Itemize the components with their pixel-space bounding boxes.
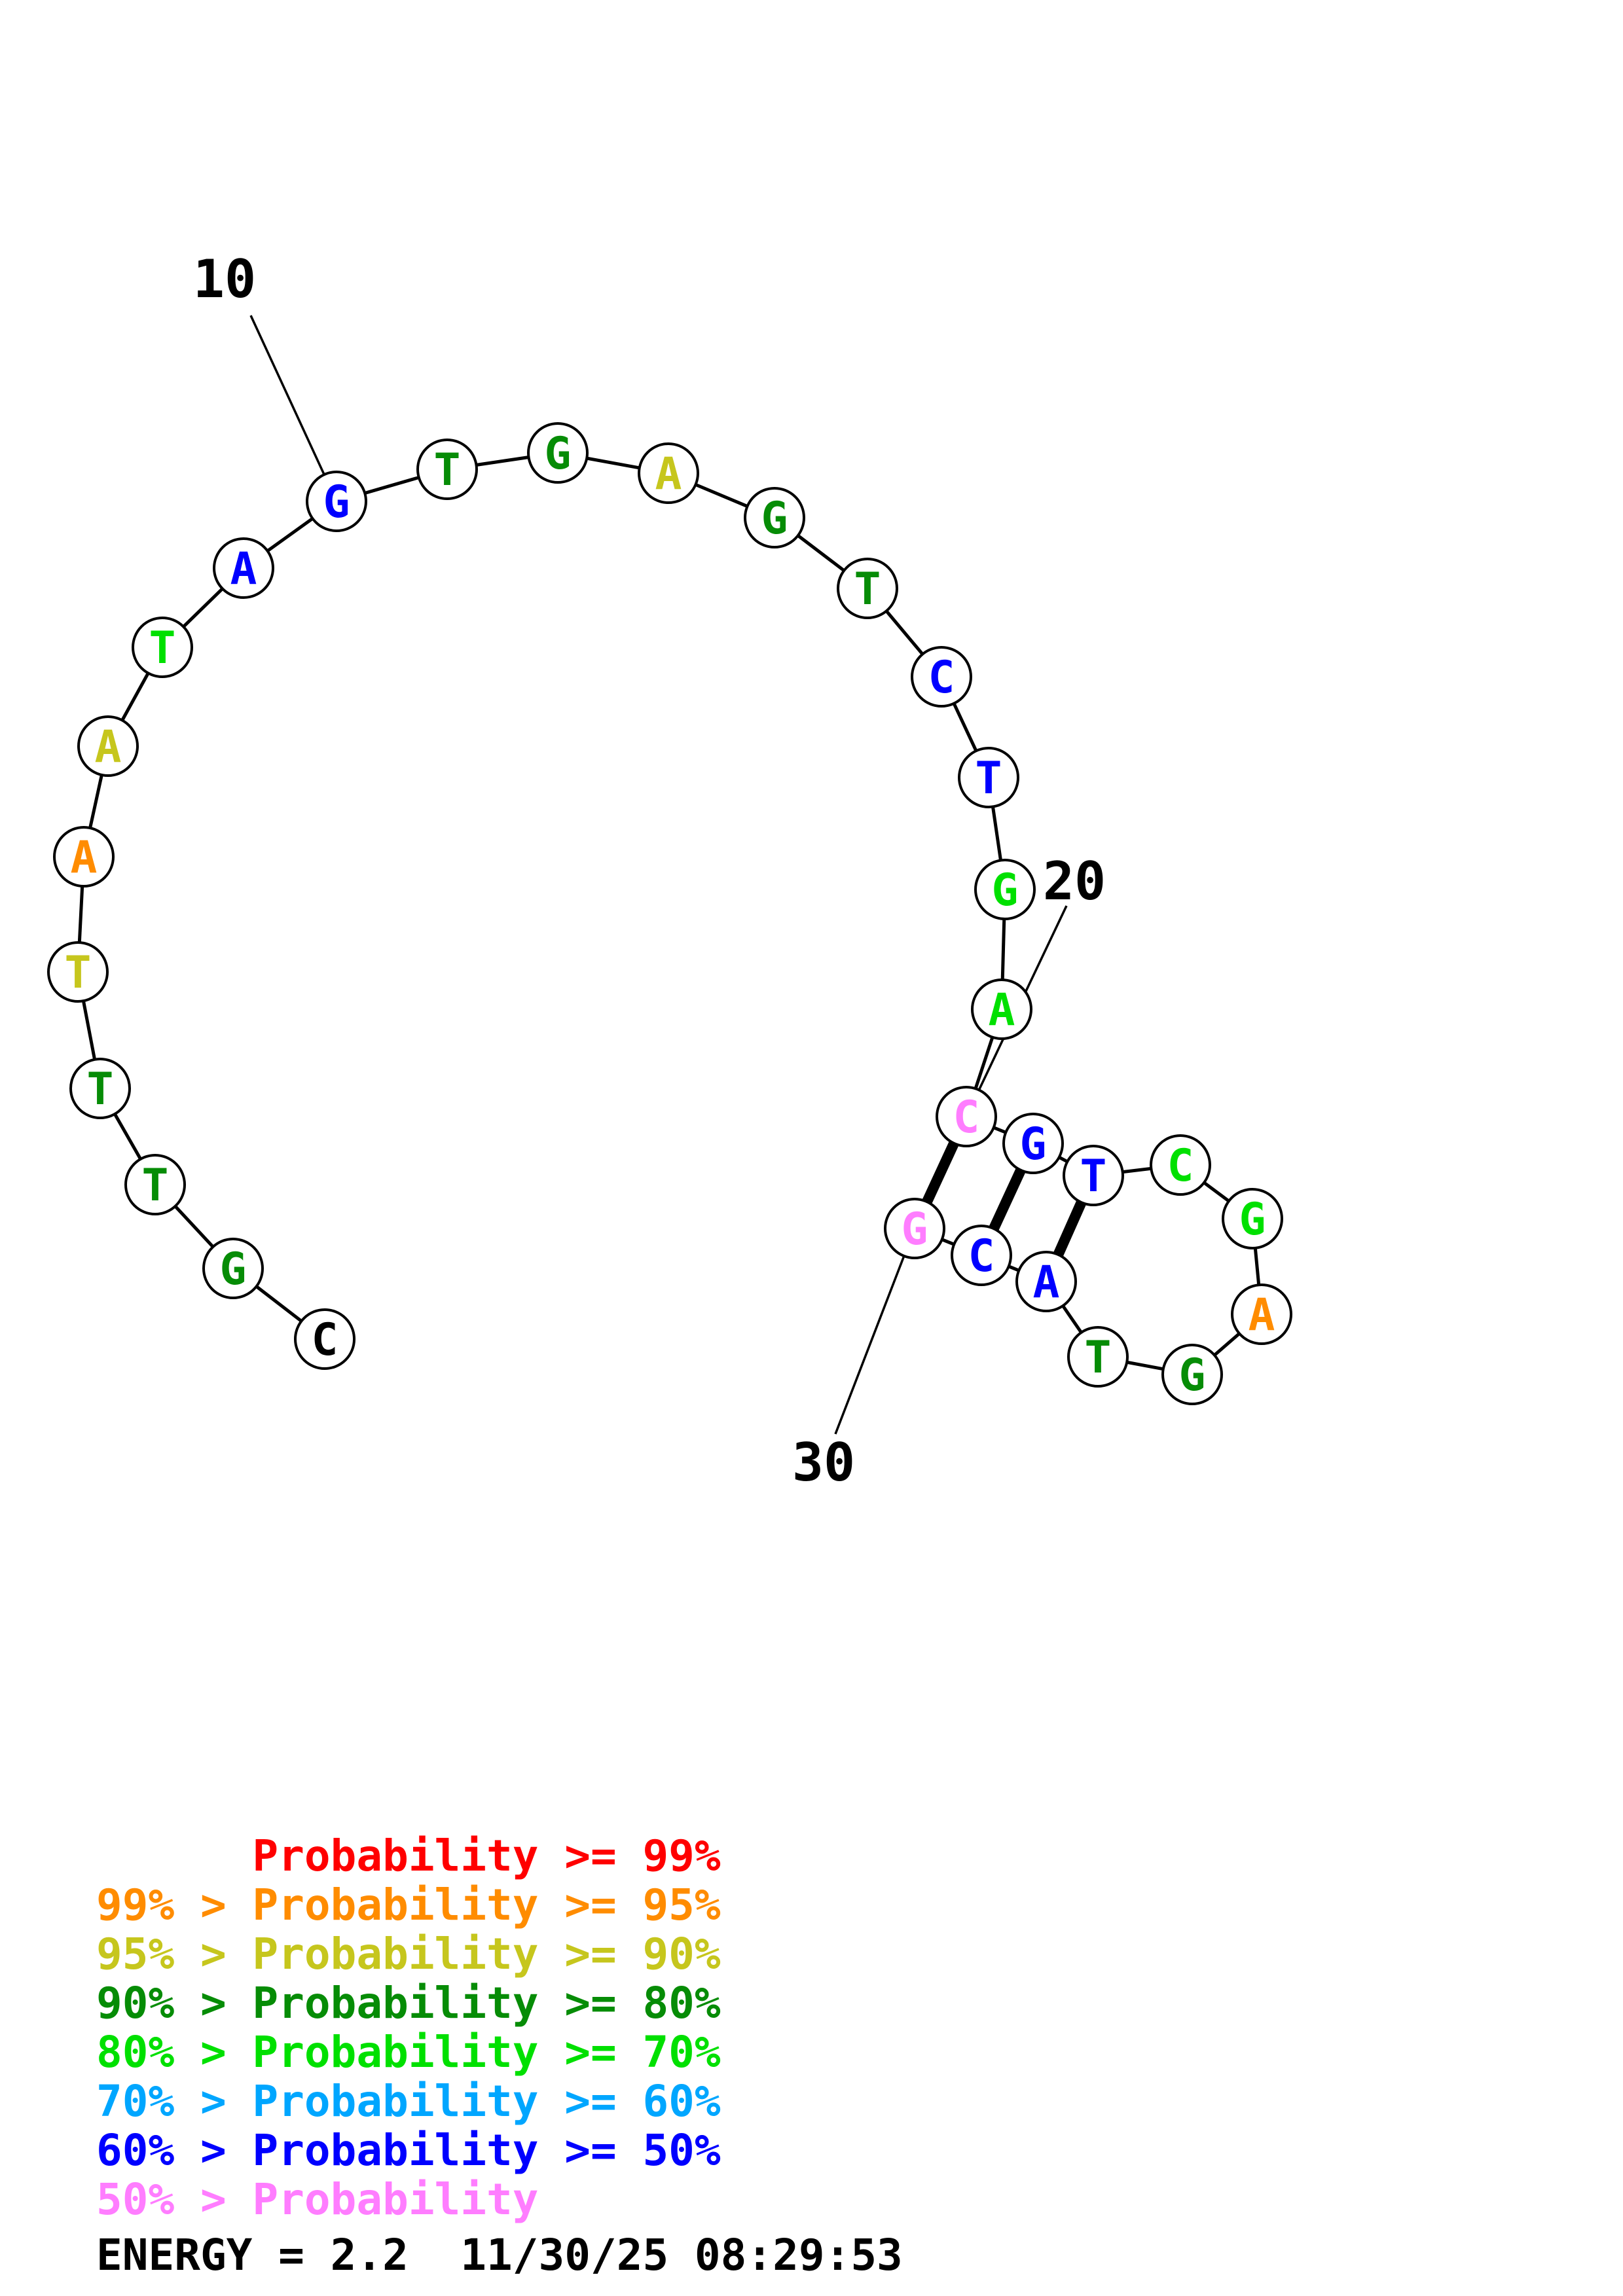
legend-row: Probability >= 99% xyxy=(96,1831,721,1881)
nucleotide-circle xyxy=(638,442,699,504)
nucleotide-circle xyxy=(1063,1145,1124,1206)
legend-row: 50% > Probability xyxy=(96,2174,539,2225)
nucleotide-circle xyxy=(69,1058,131,1119)
nucleotide-letter: T xyxy=(854,564,881,615)
nucleotide-letter: C xyxy=(1167,1140,1194,1192)
nucleotide-letter: G xyxy=(761,493,788,545)
nucleotide-circle xyxy=(124,1154,186,1215)
nucleotide-circle xyxy=(884,1198,945,1259)
legend-row: 99% > Probability >= 95% xyxy=(96,1880,721,1930)
position-leader-line xyxy=(249,315,338,502)
legend-row: 80% > Probability >= 70% xyxy=(96,2027,721,2077)
nucleotide-letter: T xyxy=(1085,1332,1112,1384)
nucleotide-circle xyxy=(53,826,115,888)
nucleotide-letter: G xyxy=(902,1204,928,1255)
nucleotide-circle xyxy=(1067,1326,1129,1388)
nucleotide-letter: C xyxy=(953,1092,980,1143)
nucleotide-letter: A xyxy=(989,984,1015,1036)
nucleotide-circle xyxy=(47,941,109,1003)
energy-timestamp-line: ENERGY = 2.2 11/30/25 08:29:53 xyxy=(96,2230,903,2280)
position-label: 30 xyxy=(792,1432,855,1493)
position-leader-line xyxy=(834,1228,916,1435)
nucleotide-letter: T xyxy=(65,947,92,999)
nucleotide-circle xyxy=(1222,1188,1283,1249)
nucleotide-letter: A xyxy=(1033,1257,1060,1308)
nucleotide-circle xyxy=(744,487,805,548)
nucleotide-letter: A xyxy=(1249,1289,1275,1341)
nucleotide-letter: A xyxy=(230,543,257,595)
nucleotide-circle xyxy=(971,978,1032,1040)
nucleotide-circle xyxy=(527,422,589,484)
nucleotide-letter: G xyxy=(220,1244,247,1295)
nucleotide-letter: T xyxy=(976,753,1002,804)
nucleotide-letter: A xyxy=(95,721,122,773)
nucleotide-letter: G xyxy=(1020,1119,1047,1170)
nucleotide-circle xyxy=(202,1238,264,1299)
nucleotide-letter: C xyxy=(312,1314,338,1366)
legend-row: 60% > Probability >= 50% xyxy=(96,2125,721,2176)
nucleotide-circle xyxy=(306,471,367,532)
nucleotide-circle xyxy=(1161,1344,1223,1405)
nucleotide-letter: T xyxy=(434,444,461,496)
nucleotide-circle xyxy=(837,558,898,619)
nucleotide-circle xyxy=(77,715,139,777)
nucleotide-letter: C xyxy=(928,652,955,704)
nucleotide-circle xyxy=(416,439,478,500)
nucleotide-circle xyxy=(911,646,972,708)
nucleotide-letter: G xyxy=(545,428,572,480)
nucleotide-letter: G xyxy=(1179,1350,1206,1401)
nucleotide-circle xyxy=(951,1225,1012,1286)
nucleotide-letter: G xyxy=(1239,1194,1266,1246)
legend-row: 90% > Probability >= 80% xyxy=(96,1978,721,2028)
probability-legend: Probability >= 99%99% > Probability >= 9… xyxy=(96,1831,721,2224)
nucleotide-letter: A xyxy=(655,448,682,500)
nucleotide-circle xyxy=(958,747,1019,808)
nucleotide-letter: T xyxy=(1080,1151,1107,1202)
nucleotide-letter: A xyxy=(71,832,98,884)
nucleotide-letter: T xyxy=(149,622,176,674)
position-label: 10 xyxy=(193,249,256,310)
nucleotide-letter: G xyxy=(992,865,1019,916)
nucleotide-circle xyxy=(1015,1251,1077,1312)
nucleotide-letter: G xyxy=(323,476,350,528)
legend-row: 95% > Probability >= 90% xyxy=(96,1929,721,1979)
position-label: 20 xyxy=(1043,851,1106,912)
nucleotide-circle xyxy=(294,1308,356,1370)
nucleotide-circle xyxy=(1002,1113,1064,1174)
nucleotide-circle xyxy=(213,537,274,599)
nucleotide-circle xyxy=(1231,1283,1292,1345)
nucleotide-circle xyxy=(1150,1134,1211,1196)
nucleotide-letter: T xyxy=(142,1160,169,1211)
nucleotide-letter: T xyxy=(87,1064,114,1115)
legend-row: 70% > Probability >= 60% xyxy=(96,2076,721,2126)
nucleotide-circle xyxy=(974,859,1036,920)
nucleotide-circle xyxy=(132,617,193,678)
nucleotide-letter: C xyxy=(968,1230,995,1282)
nucleotide-circle xyxy=(936,1086,997,1147)
